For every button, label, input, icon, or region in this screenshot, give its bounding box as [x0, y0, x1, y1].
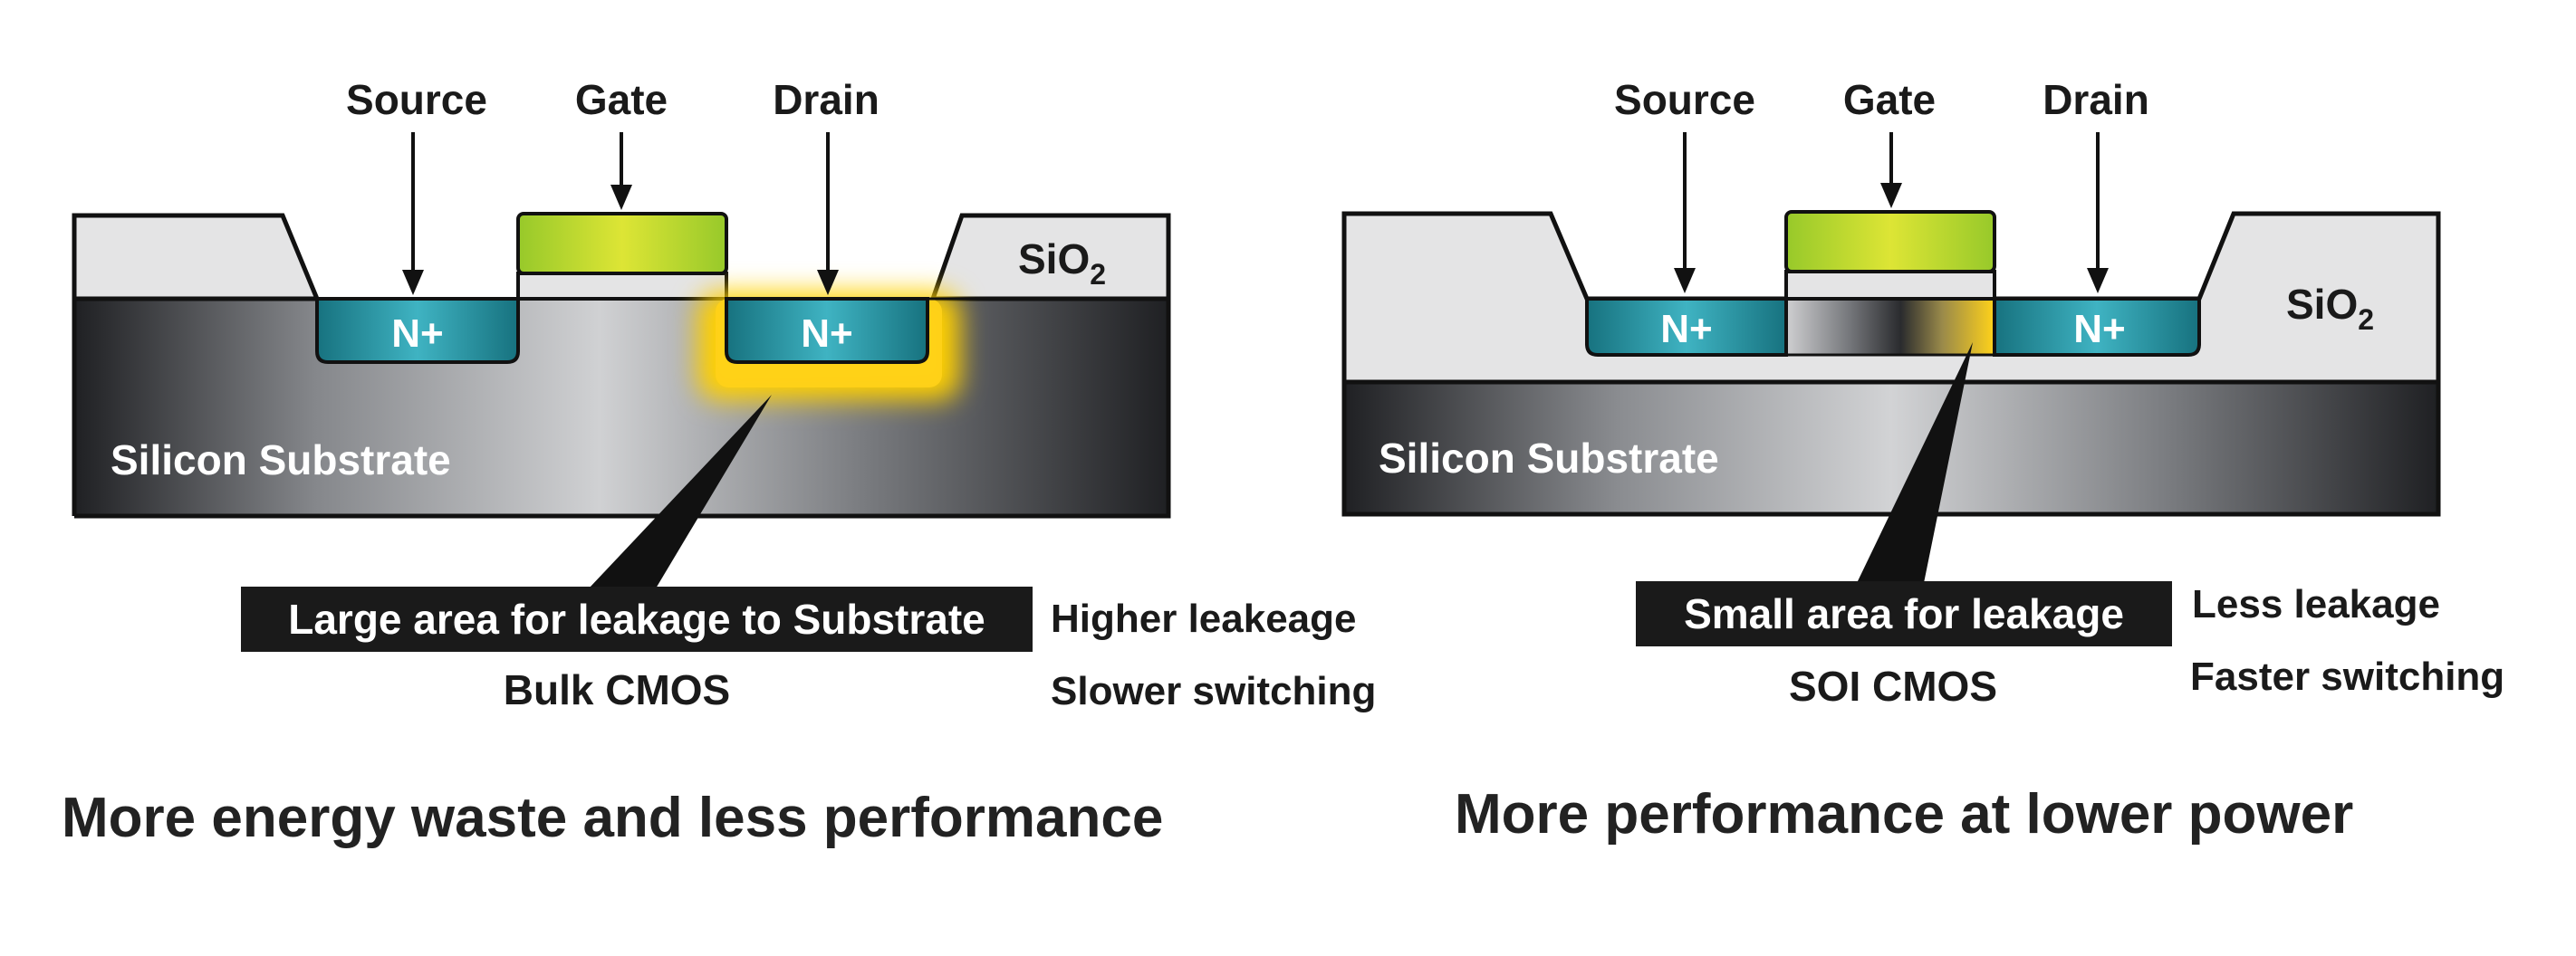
soi-source-nplus-label: N+ — [1660, 307, 1712, 351]
bulk-source-arrow — [402, 132, 424, 295]
bulk-gate — [516, 212, 728, 275]
bulk-substrate — [74, 299, 1168, 516]
bulk-source-label: Source — [346, 76, 487, 123]
bulk-drain-nplus-label: N+ — [801, 311, 852, 356]
bulk-caption: More energy waste and less performance — [62, 787, 1163, 849]
bulk-oxide-left — [72, 213, 321, 301]
soi-gate-oxide — [1784, 270, 1996, 301]
soi-caption: More performance at lower power — [1455, 783, 2353, 846]
soi-title: SOI CMOS — [1789, 663, 1997, 710]
soi-note-faster-switching: Faster switching — [2190, 655, 2504, 699]
soi-gate-label: Gate — [1843, 76, 1936, 123]
soi-drain-arrow — [2087, 132, 2109, 293]
bulk-source-nplus-label: N+ — [391, 311, 443, 356]
soi-drain-nplus-label: N+ — [2073, 307, 2125, 351]
bulk-drain-label: Drain — [773, 76, 879, 123]
bulk-callout-text: Large area for leakage to Substrate — [288, 596, 985, 643]
bulk-callout-pointer — [589, 395, 772, 588]
soi-note-less-leakage: Less leakage — [2192, 582, 2440, 626]
bulk-title: Bulk CMOS — [504, 666, 730, 713]
soi-source-label: Source — [1614, 76, 1755, 123]
bulk-note-higher-leakage: Higher leakeage — [1051, 597, 1357, 641]
bulk-drain-arrow — [817, 132, 839, 295]
bulk-drain-region — [725, 297, 929, 364]
bulk-note-slower-switching: Slower switching — [1051, 669, 1376, 713]
bulk-gate-arrow — [610, 132, 632, 210]
bulk-gate-label: Gate — [575, 76, 668, 123]
bulk-cmos-panel: Source Gate Drain N+ N+ SiO2 Silicon Sub… — [62, 76, 1376, 849]
soi-callout-pointer — [1857, 342, 1973, 583]
soi-drain-label: Drain — [2043, 76, 2149, 123]
bulk-gate-oxide — [516, 272, 728, 301]
soi-source-region — [1585, 297, 1788, 357]
soi-source-arrow — [1674, 132, 1696, 293]
bulk-oxide-label: SiO2 — [1018, 235, 1106, 291]
bulk-callout-box — [241, 587, 1033, 652]
soi-gate — [1784, 210, 1996, 273]
bulk-source-region — [315, 297, 520, 364]
soi-substrate — [1344, 382, 2438, 514]
soi-cmos-panel: Source Gate Drain N+ N+ SiO2 Silicon Sub… — [1341, 76, 2504, 846]
bulk-substrate-label: Silicon Substrate — [111, 436, 451, 483]
soi-callout-text: Small area for leakage — [1684, 590, 2124, 637]
soi-drain-region — [1993, 297, 2201, 357]
soi-gate-arrow — [1880, 132, 1902, 208]
soi-substrate-label: Silicon Substrate — [1379, 435, 1719, 482]
soi-channel-body — [1784, 297, 1996, 357]
soi-callout-box — [1636, 581, 2172, 646]
soi-oxide-label: SiO2 — [2286, 281, 2374, 336]
